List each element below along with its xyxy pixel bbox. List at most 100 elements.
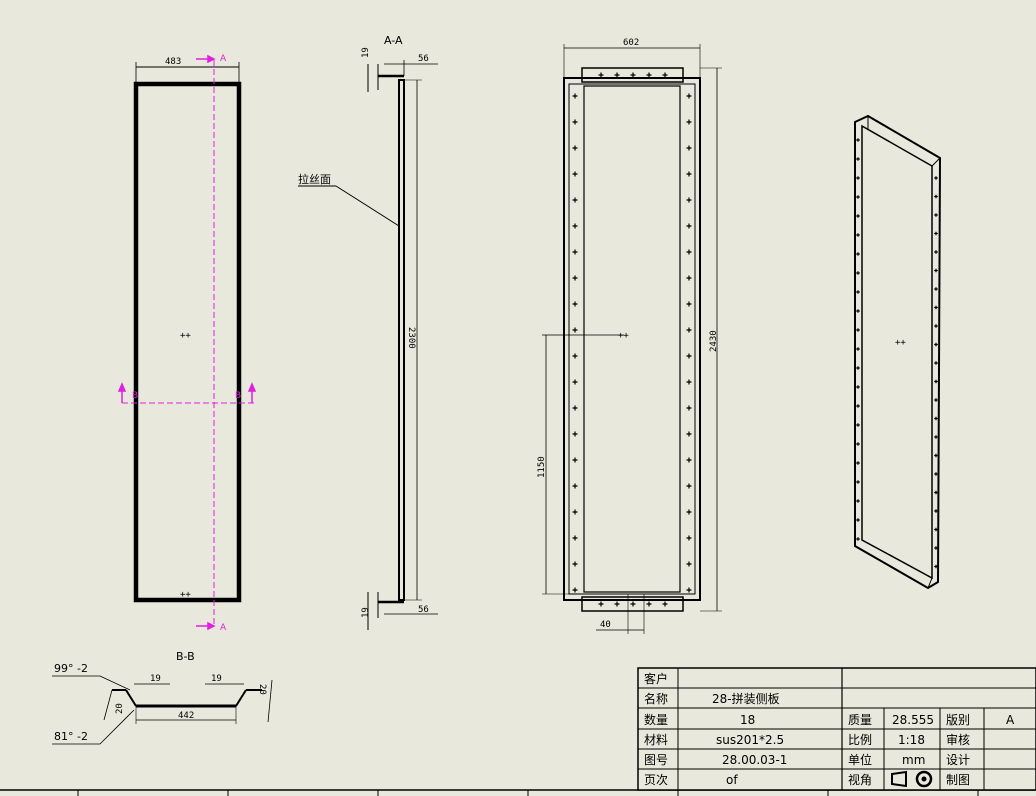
aa-dim-top-small: 19 <box>361 47 371 58</box>
hole-mark <box>686 197 692 203</box>
hole-mark <box>934 453 938 458</box>
hole-mark <box>598 601 604 607</box>
section-bb-view: B-B 442 19 19 20 20 99° -2 81° -2 <box>52 650 273 745</box>
hole-mark <box>662 601 668 607</box>
hole-mark <box>934 490 938 495</box>
front-bottom-mark: ++ <box>180 590 191 600</box>
hole-mark <box>572 561 578 567</box>
hole-mark <box>572 197 578 203</box>
tb-mass-value: 28.555 <box>892 713 934 727</box>
back-center-mark: ++ <box>618 331 629 341</box>
tb-version-value: A <box>1006 713 1015 727</box>
tb-drawing-no-value: 28.00.03-1 <box>722 753 787 767</box>
hole-mark <box>856 176 860 180</box>
hole-mark <box>686 275 692 281</box>
section-aa-view: A-A 19 56 19 56 2300 拉丝面 <box>298 34 438 630</box>
section-mark-a-bottom: A <box>220 623 227 633</box>
hole-mark <box>934 287 938 291</box>
section-aa-title: A-A <box>384 34 403 47</box>
aa-dim-bottom-small: 19 <box>361 607 371 618</box>
bb-dim-right-h: 20 <box>257 684 267 695</box>
bb-angle-bottom: 81° -2 <box>54 730 88 743</box>
hole-mark <box>662 72 668 78</box>
hole-mark <box>572 301 578 307</box>
hole-mark <box>572 457 578 463</box>
title-block: 客户 名称 28-拼装侧板 数量 18 材料 sus201*2.5 图号 28.… <box>637 667 1036 791</box>
hole-mark <box>856 233 860 237</box>
hole-mark <box>686 145 692 151</box>
hole-mark <box>614 72 620 78</box>
tb-material-label: 材料 <box>644 733 668 747</box>
iso-hole-marks <box>856 138 938 569</box>
hole-mark <box>598 72 604 78</box>
hole-mark <box>686 119 692 125</box>
hole-mark <box>856 480 860 484</box>
hole-mark <box>630 72 636 78</box>
hole-mark <box>856 385 860 389</box>
tb-design-label: 设计 <box>946 753 970 767</box>
hole-mark <box>686 301 692 307</box>
bb-dim-left-h: 20 <box>115 703 125 714</box>
hole-mark <box>686 223 692 229</box>
tb-name-label: 名称 <box>644 691 668 706</box>
hole-mark <box>572 93 578 99</box>
tb-page-value: of <box>726 773 738 787</box>
section-bb-title: B-B <box>176 650 195 663</box>
section-mark-b-left: B <box>132 391 138 401</box>
hole-mark <box>856 423 860 427</box>
aa-dim-height: 2300 <box>406 327 416 349</box>
back-dim-height: 2430 <box>709 330 719 352</box>
hole-mark <box>572 327 578 333</box>
iso-center-mark: ++ <box>895 338 906 348</box>
hole-mark <box>572 353 578 359</box>
back-dim-mid: 1150 <box>537 456 547 478</box>
hole-mark <box>934 398 938 402</box>
aa-dim-bottom-flange: 56 <box>418 605 429 615</box>
back-dim-bottom: 40 <box>600 620 611 630</box>
hole-mark <box>572 405 578 411</box>
hole-mark <box>630 601 636 607</box>
bb-dim-right-flange: 19 <box>211 674 222 684</box>
hole-mark <box>856 271 860 275</box>
hole-mark <box>856 252 860 256</box>
hole-mark <box>934 342 938 347</box>
tb-qty-label: 数量 <box>644 712 668 727</box>
hole-mark <box>856 404 860 408</box>
front-center-mark: ++ <box>180 331 191 341</box>
hole-mark <box>686 587 692 593</box>
back-view: 602 2430 ++ 1150 40 <box>537 38 722 634</box>
hole-mark <box>856 461 860 465</box>
hole-mark <box>856 347 860 351</box>
tb-unit-value: mm <box>902 753 925 767</box>
tb-version-label: 版别 <box>946 713 970 727</box>
hole-mark <box>934 564 938 569</box>
hole-mark <box>686 561 692 567</box>
hole-mark <box>686 405 692 411</box>
hole-mark <box>934 472 938 476</box>
hole-mark <box>934 509 938 513</box>
hole-mark <box>856 518 860 522</box>
tb-mass-label: 质量 <box>848 713 872 727</box>
hole-mark <box>572 145 578 151</box>
hole-mark <box>934 231 938 236</box>
tb-qty-value: 18 <box>740 713 755 727</box>
hole-mark <box>856 309 860 313</box>
hole-mark <box>934 435 938 439</box>
front-view: 483 ++ ++ A A B B <box>117 54 257 633</box>
projection-symbol-icon <box>891 770 933 788</box>
hole-mark <box>686 483 692 489</box>
hole-mark <box>934 546 938 550</box>
section-mark-b-right: B <box>235 391 241 401</box>
hole-mark <box>572 223 578 229</box>
hole-mark <box>934 194 938 199</box>
hole-mark <box>686 327 692 333</box>
hole-mark <box>856 195 860 199</box>
bb-angle-top: 99° -2 <box>54 662 88 675</box>
hole-mark <box>934 527 938 532</box>
tb-review-label: 审核 <box>946 732 970 747</box>
hole-mark <box>856 328 860 332</box>
hole-mark <box>934 324 938 328</box>
isometric-view: ++ <box>854 114 942 590</box>
hole-mark <box>934 176 938 180</box>
